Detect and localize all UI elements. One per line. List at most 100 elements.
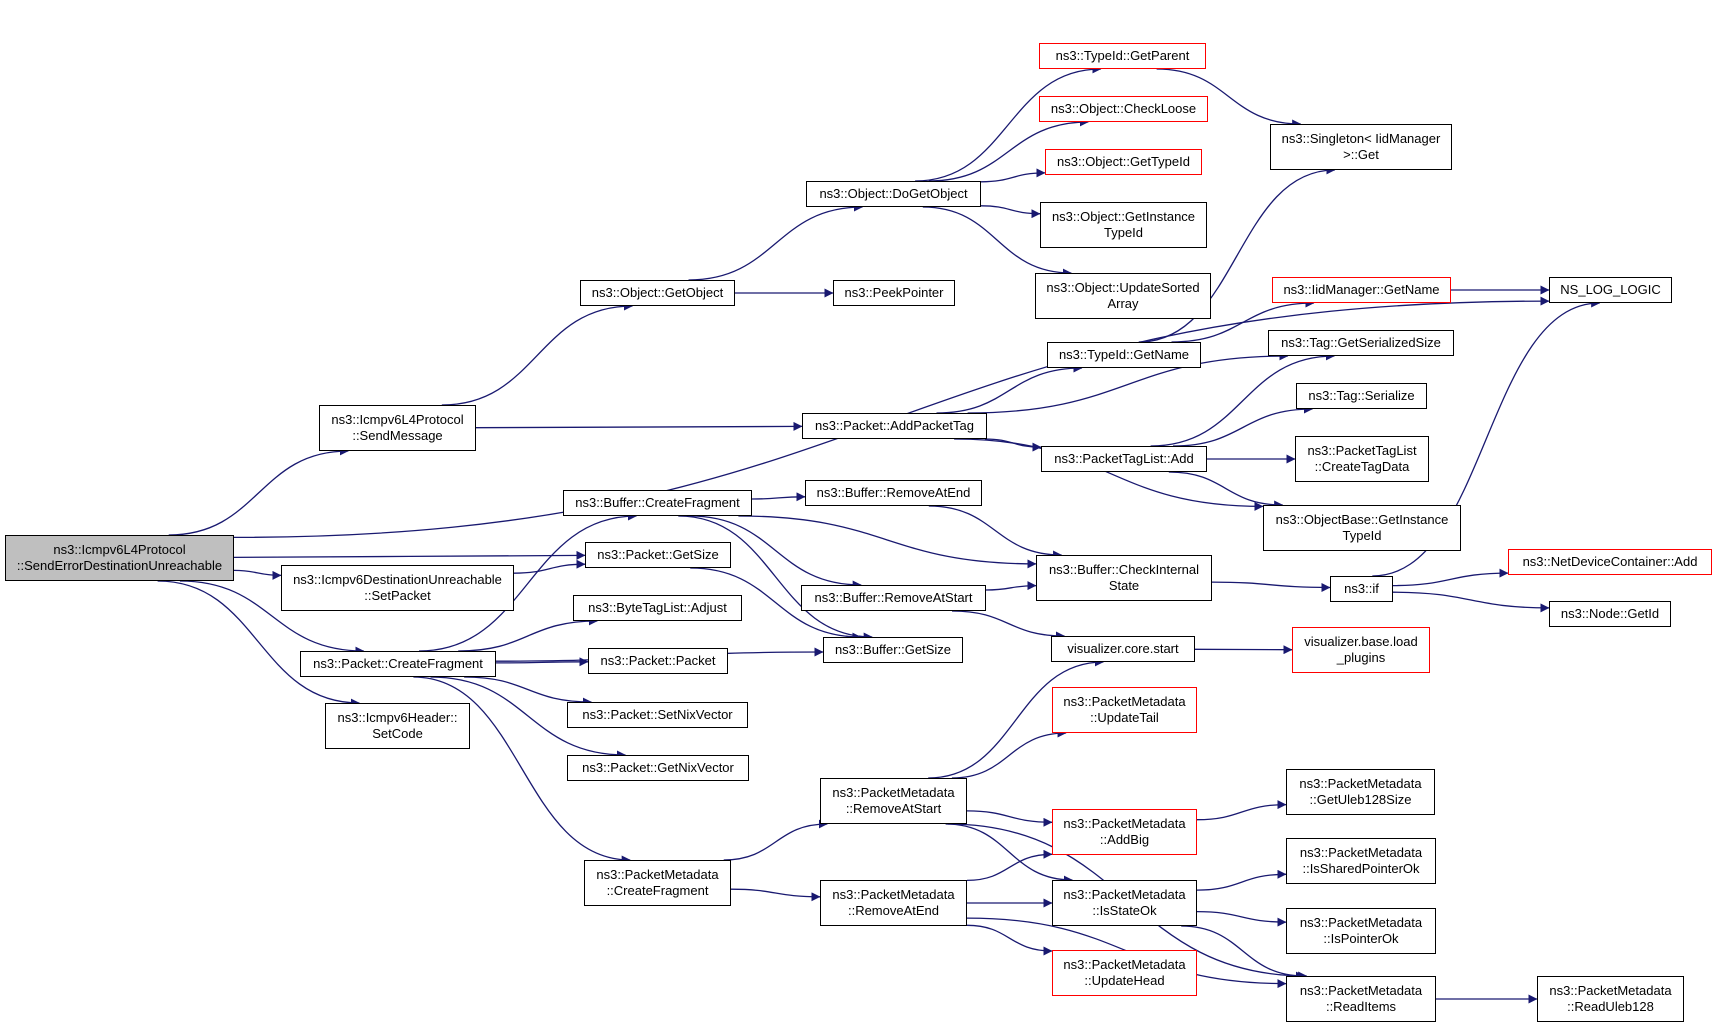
node-singleton-get-line-2: >::Get bbox=[1343, 147, 1379, 162]
node-typeid-get-parent[interactable]: ns3::TypeId::GetParent bbox=[1039, 43, 1206, 69]
node-send-message[interactable]: ns3::Icmpv6L4Protocol::SendMessage bbox=[319, 405, 476, 451]
edge-object_do_get_object-to-object_get_instance_type_id bbox=[980, 205, 1041, 219]
node-packet-add-packet-tag[interactable]: ns3::Packet::AddPacketTag bbox=[802, 413, 987, 439]
node-pm-get-uleb128-size[interactable]: ns3::PacketMetadata::GetUleb128Size bbox=[1286, 769, 1435, 815]
node-object-check-loose[interactable]: ns3::Object::CheckLoose bbox=[1039, 96, 1208, 122]
edge-packet_add_packet_tag-to-tag_get_serialized_size bbox=[967, 351, 1289, 414]
edge-packet_create_fragment-to-buffer_create_fragment bbox=[418, 511, 637, 652]
node-buffer-check-internal-state-line-2: State bbox=[1108, 578, 1140, 593]
edge-buffer_create_fragment-to-buffer_check_internal_state bbox=[738, 515, 1037, 569]
node-pm-add-big-line-2: ::AddBig bbox=[1099, 832, 1150, 847]
node-buffer-remove-at-end[interactable]: ns3::Buffer::RemoveAtEnd bbox=[805, 480, 982, 506]
node-packet-packet-line-1: ns3::Packet::Packet bbox=[600, 653, 716, 668]
node-dest-unreach-set-packet[interactable]: ns3::Icmpv6DestinationUnreachable::SetPa… bbox=[281, 565, 514, 611]
node-header-set-code-line-1: ns3::Icmpv6Header:: bbox=[337, 710, 458, 725]
node-pm-is-pointer-ok-line-1: ns3::PacketMetadata bbox=[1299, 915, 1423, 930]
node-root: ns3::Icmpv6L4Protocol::SendErrorDestinat… bbox=[5, 535, 234, 581]
edge-root-to-packet_create_fragment bbox=[179, 580, 365, 656]
node-pm-update-tail[interactable]: ns3::PacketMetadata::UpdateTail bbox=[1052, 687, 1197, 733]
edge-buffer_create_fragment-to-buffer_remove_at_start bbox=[689, 515, 862, 590]
node-buffer-create-fragment[interactable]: ns3::Buffer::CreateFragment bbox=[563, 490, 752, 516]
node-packet-tag-list-create-tag-data-line-1: ns3::PacketTagList bbox=[1307, 443, 1417, 458]
node-packet-tag-list-add[interactable]: ns3::PacketTagList::Add bbox=[1041, 446, 1207, 472]
node-net-device-container-add[interactable]: ns3::NetDeviceContainer::Add bbox=[1508, 549, 1712, 575]
edge-packet_create_fragment-to-byte_tag_list_adjust bbox=[458, 616, 598, 652]
node-pm-update-tail-line-2: ::UpdateTail bbox=[1090, 710, 1159, 725]
node-pm-get-uleb128-size-line-1: ns3::PacketMetadata bbox=[1299, 776, 1422, 791]
edge-pm_remove_at_start-to-pm_update_tail bbox=[951, 728, 1067, 779]
node-pm-read-uleb128[interactable]: ns3::PacketMetadata::ReadUleb128 bbox=[1537, 976, 1684, 1022]
edge-pm_create_fragment-to-pm_remove_at_end bbox=[730, 888, 821, 902]
node-object-update-sorted-array-line-1: ns3::Object::UpdateSorted bbox=[1046, 280, 1200, 295]
edge-send_message-to-object_get_object bbox=[441, 301, 633, 406]
edge-packet_tag_list_add-to-tag_serialize bbox=[1172, 404, 1313, 447]
node-iid-manager-get-name[interactable]: ns3::IidManager::GetName bbox=[1272, 277, 1451, 303]
edge-packet_add_packet_tag-to-object_base_get_instance_type_id bbox=[954, 438, 1264, 511]
node-tag-get-serialized-size[interactable]: ns3::Tag::GetSerializedSize bbox=[1268, 330, 1454, 356]
node-buffer-create-fragment-line-1: ns3::Buffer::CreateFragment bbox=[575, 495, 740, 510]
edge-buffer_create_fragment-to-buffer_remove_at_end bbox=[751, 492, 806, 502]
node-buffer-check-internal-state-line-1: ns3::Buffer::CheckInternal bbox=[1048, 562, 1200, 577]
edge-object_do_get_object-to-typeid_get_parent bbox=[915, 64, 1102, 182]
node-object-get-type-id[interactable]: ns3::Object::GetTypeId bbox=[1045, 149, 1202, 175]
node-packet-packet[interactable]: ns3::Packet::Packet bbox=[588, 648, 728, 674]
node-packet-create-fragment[interactable]: ns3::Packet::CreateFragment bbox=[300, 651, 496, 677]
node-node-get-id-line-1: ns3::Node::GetId bbox=[1560, 606, 1660, 621]
edge-buffer_remove_at_start-to-visualizer_core_start bbox=[951, 610, 1065, 641]
node-pm-add-big-line-1: ns3::PacketMetadata bbox=[1063, 816, 1186, 831]
node-packet-get-size[interactable]: ns3::Packet::GetSize bbox=[585, 542, 731, 568]
node-packet-set-nix-vector[interactable]: ns3::Packet::SetNixVector bbox=[567, 702, 748, 728]
node-packet-tag-list-create-tag-data-line-2: ::CreateTagData bbox=[1314, 459, 1410, 474]
edge-pm_remove_at_start-to-pm_is_state_ok bbox=[945, 823, 1073, 885]
node-root-line-2: ::SendErrorDestinationUnreachable bbox=[16, 558, 223, 573]
node-dest-unreach-set-packet-line-2: ::SetPacket bbox=[364, 588, 431, 603]
node-pm-create-fragment-line-2: ::CreateFragment bbox=[606, 883, 709, 898]
edge-pm_is_state_ok-to-pm_is_pointer_ok bbox=[1196, 910, 1287, 927]
edge-root-to-header_set_code bbox=[157, 580, 360, 708]
node-singleton-get[interactable]: ns3::Singleton< IidManager >::Get bbox=[1270, 124, 1452, 170]
node-pm-remove-at-start[interactable]: ns3::PacketMetadata::RemoveAtStart bbox=[820, 778, 967, 824]
node-visualizer-core-start[interactable]: visualizer.core.start bbox=[1051, 636, 1195, 662]
node-pm-add-big[interactable]: ns3::PacketMetadata::AddBig bbox=[1052, 809, 1197, 855]
node-tag-serialize[interactable]: ns3::Tag::Serialize bbox=[1296, 383, 1427, 409]
edge-typeid_get_name-to-singleton_get bbox=[1138, 165, 1336, 343]
node-header-set-code[interactable]: ns3::Icmpv6Header::SetCode bbox=[325, 703, 470, 749]
node-header-set-code-line-2: SetCode bbox=[372, 726, 423, 741]
node-node-get-id[interactable]: ns3::Node::GetId bbox=[1549, 601, 1671, 627]
node-packet-get-nix-vector-line-1: ns3::Packet::GetNixVector bbox=[582, 760, 734, 775]
node-buffer-get-size[interactable]: ns3::Buffer::GetSize bbox=[823, 637, 963, 663]
node-visualizer-base-load-plugins[interactable]: visualizer.base.load_plugins bbox=[1292, 627, 1430, 673]
node-packet-tag-list-create-tag-data[interactable]: ns3::PacketTagList::CreateTagData bbox=[1295, 436, 1429, 482]
node-pm-read-items[interactable]: ns3::PacketMetadata::ReadItems bbox=[1286, 976, 1436, 1022]
node-pm-update-head[interactable]: ns3::PacketMetadata::UpdateHead bbox=[1052, 950, 1197, 996]
node-send-message-line-1: ns3::Icmpv6L4Protocol bbox=[331, 412, 464, 427]
node-byte-tag-list-adjust[interactable]: ns3::ByteTagList::Adjust bbox=[573, 595, 742, 621]
edge-buffer_remove_at_end-to-buffer_check_internal_state bbox=[928, 505, 1063, 560]
edge-dest_unreach_set_packet-to-packet_get_size bbox=[513, 559, 586, 574]
node-typeid-get-name[interactable]: ns3::TypeId::GetName bbox=[1047, 342, 1201, 368]
edge-pm_remove_at_start-to-pm_add_big bbox=[966, 810, 1053, 827]
node-buffer-remove-at-start-line-1: ns3::Buffer::RemoveAtStart bbox=[814, 590, 973, 605]
node-pm-is-state-ok-line-1: ns3::PacketMetadata bbox=[1063, 887, 1186, 902]
node-peek-pointer[interactable]: ns3::PeekPointer bbox=[833, 280, 955, 306]
node-pm-create-fragment[interactable]: ns3::PacketMetadata::CreateFragment bbox=[584, 860, 731, 906]
node-object-get-object[interactable]: ns3::Object::GetObject bbox=[580, 280, 735, 306]
node-ns-log-logic[interactable]: NS_LOG_LOGIC bbox=[1549, 277, 1672, 303]
edge-typeid_get_name-to-iid_manager_get_name bbox=[1171, 298, 1315, 343]
node-object-do-get-object[interactable]: ns3::Object::DoGetObject bbox=[806, 181, 981, 207]
edge-pm_remove_at_end-to-pm_update_head bbox=[966, 924, 1053, 956]
node-buffer-remove-at-start[interactable]: ns3::Buffer::RemoveAtStart bbox=[801, 585, 986, 611]
node-pm-remove-at-end-line-2: ::RemoveAtEnd bbox=[847, 903, 940, 918]
node-pm-remove-at-end[interactable]: ns3::PacketMetadata::RemoveAtEnd bbox=[820, 880, 967, 926]
node-packet-get-nix-vector[interactable]: ns3::Packet::GetNixVector bbox=[567, 755, 749, 781]
node-ns3-if[interactable]: ns3::if bbox=[1330, 576, 1393, 602]
node-pm-is-shared-pointer-ok[interactable]: ns3::PacketMetadata::IsSharedPointerOk bbox=[1286, 838, 1436, 884]
node-pm-is-state-ok[interactable]: ns3::PacketMetadata::IsStateOk bbox=[1052, 880, 1197, 926]
node-pm-is-pointer-ok[interactable]: ns3::PacketMetadata::IsPointerOk bbox=[1286, 908, 1436, 954]
edge-packet_tag_list_add-to-object_base_get_instance_type_id bbox=[1168, 471, 1284, 510]
